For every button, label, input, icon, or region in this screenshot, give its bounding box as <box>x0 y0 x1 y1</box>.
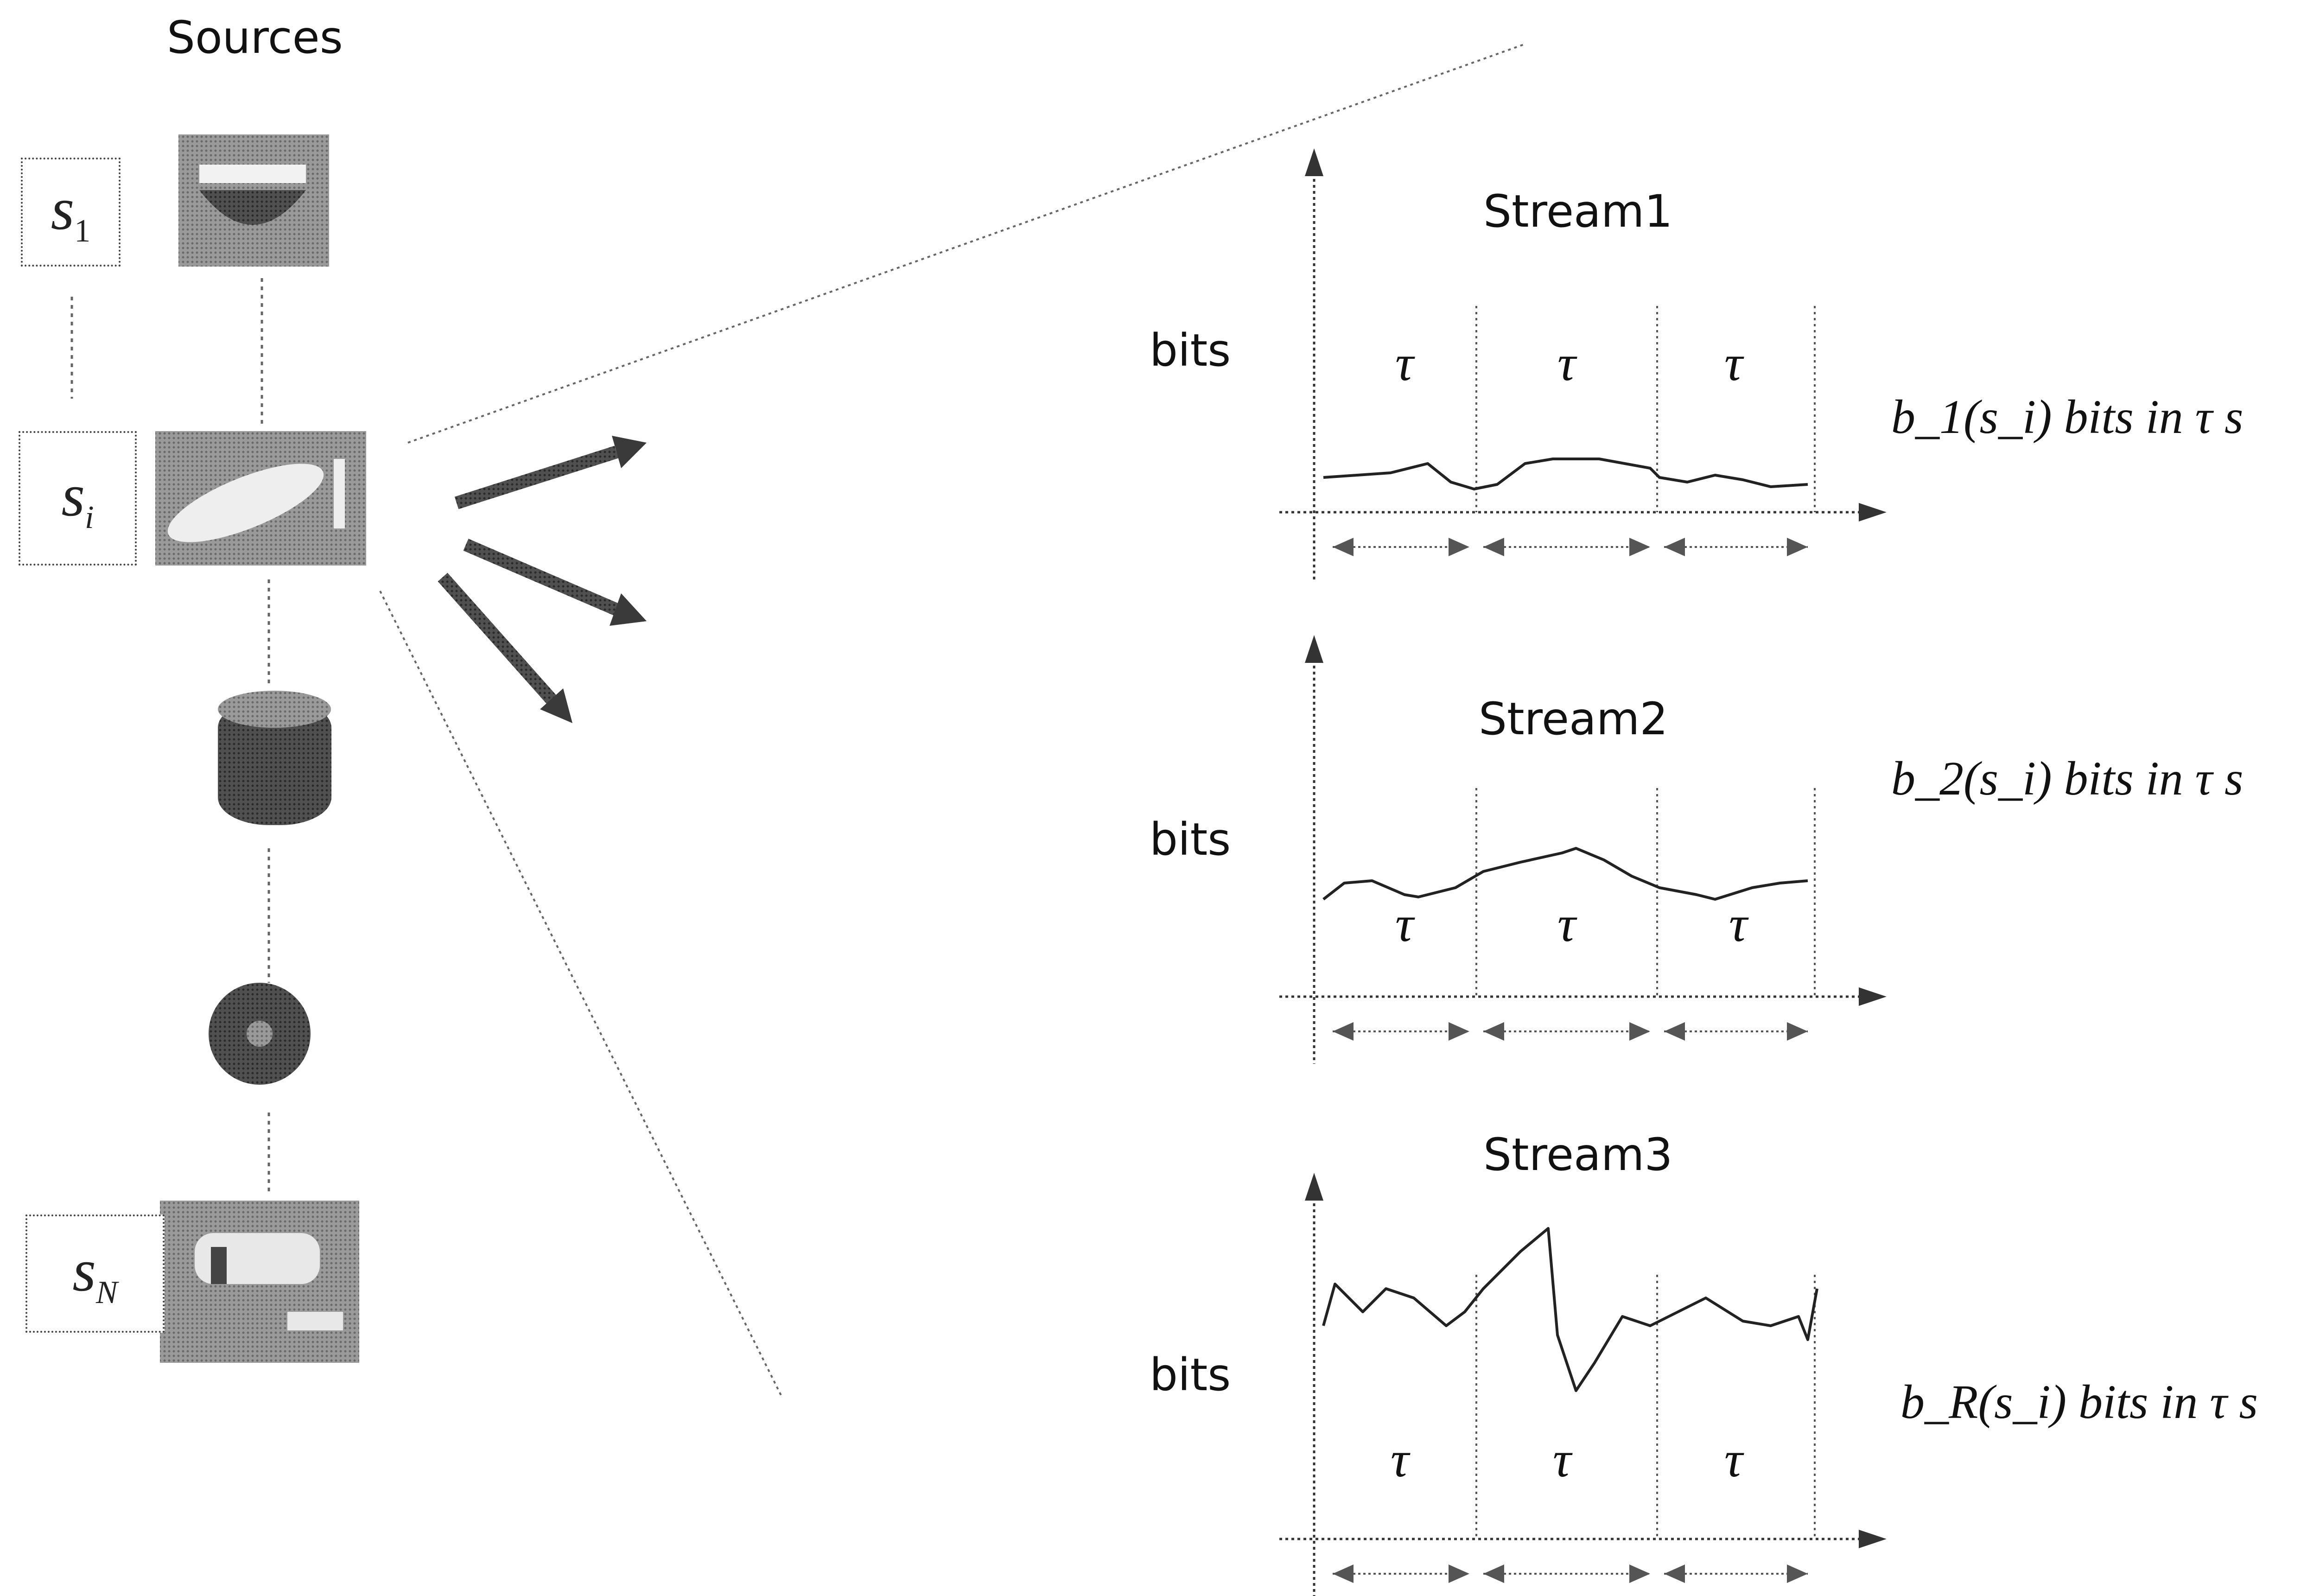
stream1-interval-arrowhead-right-1 <box>1449 538 1469 556</box>
stream1-ylabel: bits <box>1150 324 1231 376</box>
source-label-n: sN <box>72 1237 118 1310</box>
emission-arrows <box>438 445 619 707</box>
stream1-interval-arrowhead-left-2 <box>1483 538 1504 556</box>
stream3-interval-arrowhead-left-2 <box>1483 1564 1504 1583</box>
emission-arrowheads <box>540 436 647 723</box>
stream1-tau-2: τ <box>1557 335 1576 391</box>
stream3-bitrate-curve <box>1322 1227 1818 1392</box>
stream2-interval-arrowhead-right-3 <box>1787 1022 1808 1041</box>
stream1-annotation: b_1(s_i) bits in τ s <box>1891 390 2243 444</box>
stream3-tau-2: τ <box>1553 1431 1571 1488</box>
stream2-title: Stream2 <box>1479 693 1668 745</box>
zoom-lines <box>379 43 1525 1396</box>
stream-panels <box>1279 148 1887 1596</box>
stream1-tau-3: τ <box>1724 335 1743 391</box>
stream3-interval-arrowhead-left-1 <box>1333 1564 1354 1583</box>
stream3-tau-1: τ <box>1391 1431 1409 1488</box>
stream2-interval-arrowhead-left-3 <box>1664 1022 1685 1041</box>
stream2-interval-arrowhead-left-2 <box>1483 1022 1504 1041</box>
stream1-interval-arrowhead-right-2 <box>1629 538 1650 556</box>
stream2-annotation: b_2(s_i) bits in τ s <box>1891 752 2243 805</box>
stream2-y-arrowhead <box>1305 635 1323 663</box>
camera-dome-icon <box>178 134 329 267</box>
sources-title: Sources <box>167 12 343 64</box>
stream3-interval-arrowhead-right-2 <box>1629 1564 1650 1583</box>
source-connectors <box>70 278 270 1191</box>
source-label-1: s1 <box>51 176 91 249</box>
stream3-interval-arrowhead-right-1 <box>1449 1564 1469 1583</box>
source-box-1: s1 <box>21 158 121 267</box>
stream2-ylabel: bits <box>1150 814 1231 865</box>
source-box-n: sN <box>25 1214 165 1333</box>
stream2-interval-arrowhead-right-1 <box>1449 1022 1469 1041</box>
source-label-i: si <box>61 462 94 535</box>
disc-icon <box>209 983 311 1085</box>
stream3-x-arrowhead <box>1859 1530 1887 1548</box>
stream1-title: Stream1 <box>1483 185 1673 237</box>
stream1-x-arrowhead <box>1859 503 1887 521</box>
camera-bullet-icon <box>155 431 366 566</box>
stream3-y-arrowhead <box>1305 1173 1323 1201</box>
stream1-y-arrowhead <box>1305 148 1323 176</box>
stream2-tau-3: τ <box>1729 896 1748 952</box>
stream1-interval-arrowhead-right-3 <box>1787 538 1808 556</box>
database-icon <box>218 691 331 825</box>
stream2-tau-1: τ <box>1395 896 1414 952</box>
stream2-bitrate-curve <box>1322 847 1808 901</box>
stream1-interval-arrowhead-left-1 <box>1333 538 1354 556</box>
stream2-tau-2: τ <box>1557 896 1576 952</box>
source-box-i: si <box>19 431 137 566</box>
stream1-tau-1: τ <box>1395 335 1414 391</box>
stream2-interval-arrowhead-left-1 <box>1333 1022 1354 1041</box>
stream3-interval-arrowhead-left-3 <box>1664 1564 1685 1583</box>
stream3-annotation: b_R(s_i) bits in τ s <box>1900 1375 2258 1429</box>
stream3-tau-3: τ <box>1724 1431 1743 1488</box>
stream2-x-arrowhead <box>1859 987 1887 1006</box>
stream2-interval-arrowhead-right-2 <box>1629 1022 1650 1041</box>
camera-box-icon <box>160 1201 359 1363</box>
stream1-interval-arrowhead-left-3 <box>1664 538 1685 556</box>
stream3-ylabel: bits <box>1150 1349 1231 1401</box>
stream3-title: Stream3 <box>1483 1129 1673 1181</box>
stream3-interval-arrowhead-right-3 <box>1787 1564 1808 1583</box>
stream1-bitrate-curve <box>1323 458 1808 490</box>
